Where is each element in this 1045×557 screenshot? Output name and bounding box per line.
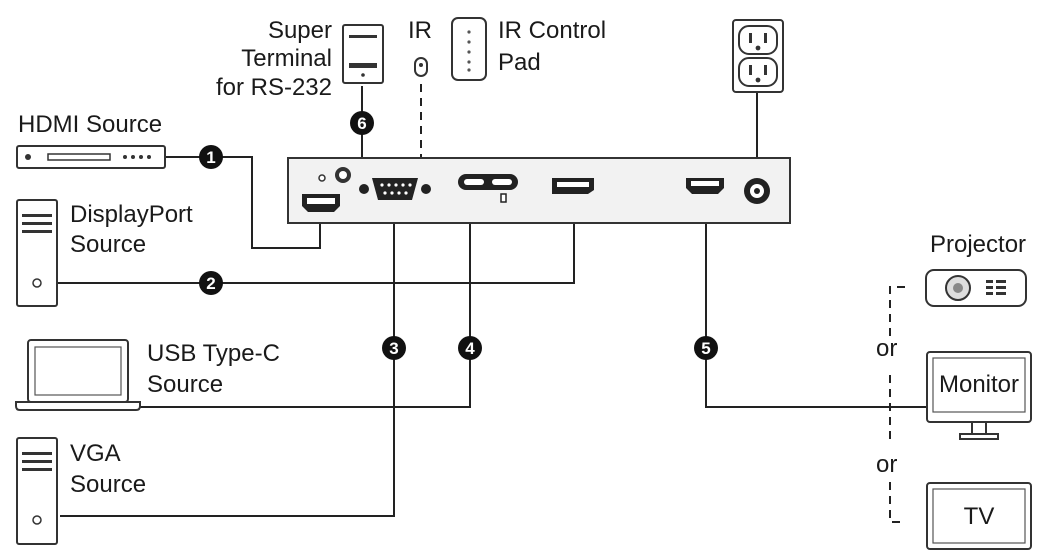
svg-text:3: 3: [389, 339, 398, 358]
marker-6: 6: [350, 111, 374, 135]
marker-1: 1: [199, 145, 223, 169]
vga-source-tower: [16, 437, 58, 545]
label-super-terminal-2: Terminal: [241, 45, 332, 72]
vga-screw-right: [421, 184, 431, 194]
ir-led: [318, 174, 326, 182]
usbc-source-laptop: [15, 339, 141, 411]
svg-text:5: 5: [701, 339, 710, 358]
marker-4: 4: [458, 336, 482, 360]
label-ir-pad-1: IR Control: [498, 17, 606, 44]
marker-3: 3: [382, 336, 406, 360]
pc-tower: [342, 24, 384, 84]
svg-text:4: 4: [465, 339, 475, 358]
ir-receiver-icon: [414, 57, 428, 77]
marker-2: 2: [199, 271, 223, 295]
markers: 1 2 3 4 5 6: [199, 111, 718, 360]
usbc-icon: [500, 193, 507, 203]
svg-text:2: 2: [206, 274, 215, 293]
tv-device: [926, 482, 1032, 550]
or-bracket-top: [889, 286, 905, 340]
label-tv: TV: [964, 503, 995, 530]
label-ir-pad-2: Pad: [498, 49, 541, 76]
label-displayport-source-1: DisplayPort: [70, 201, 193, 228]
label-or-1: or: [876, 335, 897, 362]
usbc-port-1: [464, 179, 484, 185]
label-ir: IR: [408, 17, 432, 44]
usbc-port-group: [458, 174, 518, 190]
displayport-source-tower: [16, 199, 58, 307]
label-vga-source-1: VGA: [70, 440, 121, 467]
usbc-port-2: [492, 179, 512, 185]
label-hdmi-source: HDMI Source: [18, 111, 162, 138]
label-monitor: Monitor: [939, 371, 1019, 398]
displayport-slot: [557, 182, 589, 187]
marker-5: 5: [694, 336, 718, 360]
device-rear-panel: [287, 157, 791, 224]
label-projector: Projector: [930, 231, 1026, 258]
label-usbc-source-2: Source: [147, 371, 223, 398]
hdmi-out-slot: [691, 181, 719, 186]
projector-device: [925, 269, 1027, 307]
ir-jack-inner: [339, 171, 347, 179]
label-displayport-source-2: Source: [70, 231, 146, 258]
label-usbc-source-1: USB Type-C: [147, 340, 280, 367]
hdmi-in-slot: [307, 198, 335, 204]
wire-usbc: [136, 190, 471, 408]
hdmi-source-device: [16, 145, 166, 169]
svg-text:6: 6: [357, 114, 366, 133]
or-bracket-bottom: [889, 482, 905, 523]
label-or-2: or: [876, 451, 897, 478]
label-super-terminal-3: for RS-232: [216, 74, 332, 101]
wires: [58, 84, 928, 523]
vga-port: [372, 178, 418, 200]
label-super-terminal-1: Super: [268, 17, 332, 44]
monitor-device: [926, 351, 1032, 440]
wire-vga: [60, 201, 395, 517]
vga-screw-left: [359, 184, 369, 194]
label-vga-source-2: Source: [70, 471, 146, 498]
svg-text:1: 1: [206, 148, 215, 167]
super-terminal-pc: [342, 24, 384, 84]
wall-outlet-icon: [732, 19, 784, 93]
ir-control-pad-icon: [451, 17, 487, 81]
wire-hdmi-out: [705, 194, 928, 408]
